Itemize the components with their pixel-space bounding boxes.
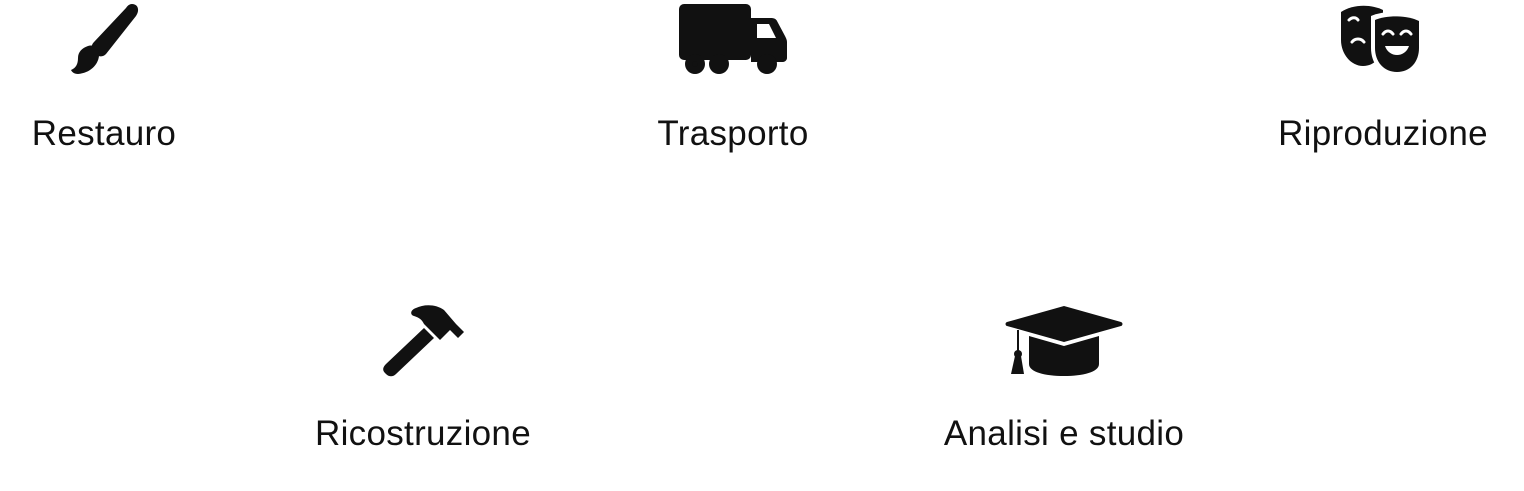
service-label: Trasporto [657, 114, 809, 153]
service-label: Riproduzione [1278, 114, 1488, 153]
truck-icon [677, 2, 789, 78]
service-item-trasporto: Trasporto [573, 2, 893, 154]
service-item-ricostruzione: Ricostruzione [263, 302, 583, 454]
service-label: Ricostruzione [315, 414, 531, 453]
service-item-analisi-e-studio: Analisi e studio [904, 302, 1224, 454]
theater-masks-icon [1337, 2, 1429, 78]
paintbrush-icon [66, 2, 142, 78]
service-label: Analisi e studio [943, 414, 1185, 453]
service-item-restauro: Restauro [0, 2, 264, 154]
graduation-cap-icon [1003, 302, 1125, 378]
service-label: Restauro [31, 114, 177, 153]
service-item-riproduzione: Riproduzione [1223, 2, 1524, 154]
hammer-icon [380, 302, 466, 378]
